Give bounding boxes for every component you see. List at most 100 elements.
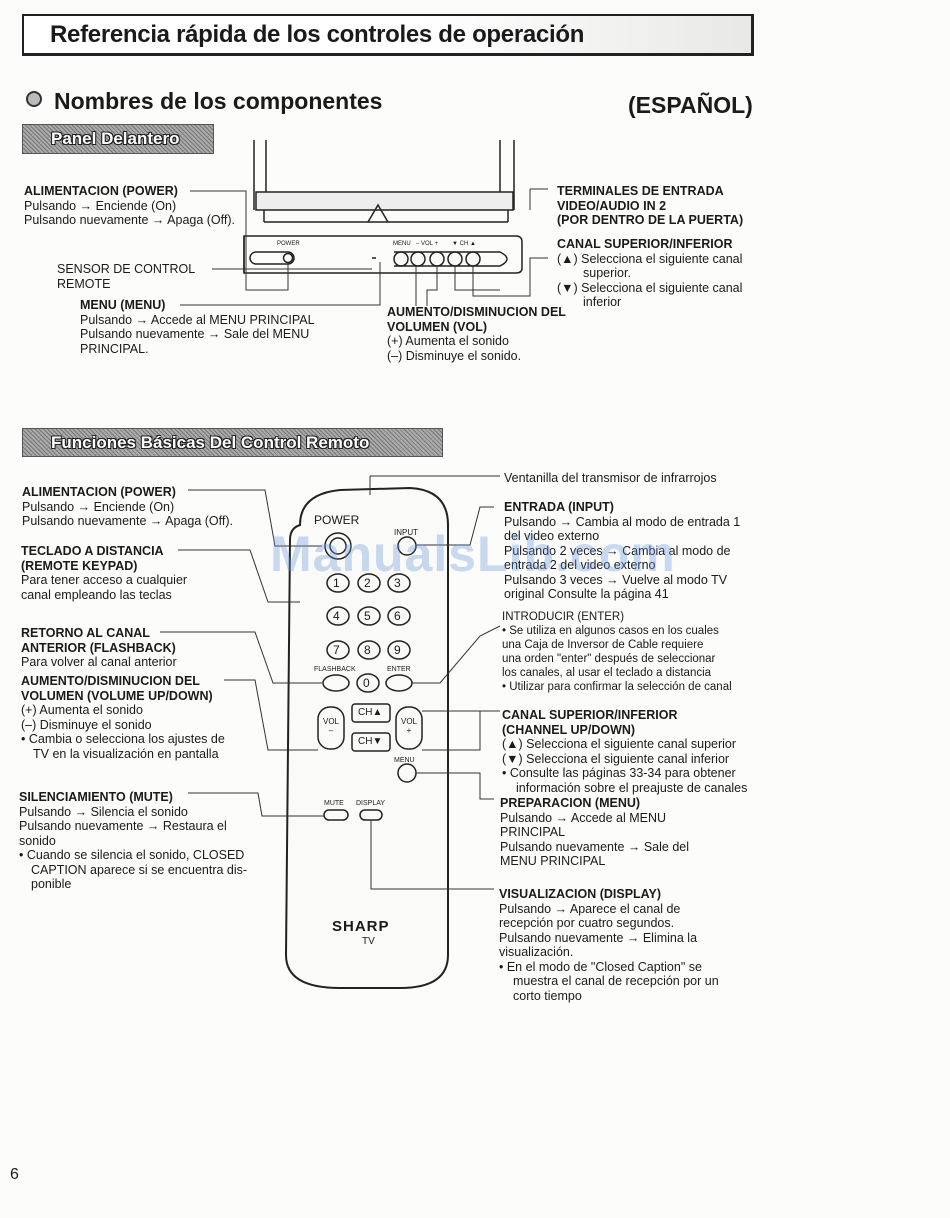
callout-line: (▼) Selecciona el siguiente canal inferi… (502, 751, 730, 766)
display-button[interactable]: DISPLAY (356, 800, 386, 807)
callout-line: TERMINALES DE ENTRADA (557, 184, 724, 198)
brand-logo: SHARP (332, 918, 390, 935)
key-7[interactable]: 7 (333, 643, 340, 657)
front-terminals-callout: TERMINALES DE ENTRADA VIDEO/AUDIO IN 2 (… (557, 184, 743, 228)
callout-title: VOLUMEN (VOL) (387, 319, 487, 334)
callout-line: corto tiempo (513, 988, 582, 1003)
panel-vol-label: – VOL + (416, 241, 438, 247)
callout-line: Pulsando nuevamente → Sale del MENU (80, 327, 310, 341)
callout-line: • Cambia o selecciona los ajustes de (21, 732, 225, 746)
remote-ir-window-callout: Ventanilla del transmisor de infrarrojos (504, 471, 717, 486)
callout-line: REMOTE (57, 276, 111, 291)
key-3[interactable]: 3 (394, 576, 401, 590)
enter-button[interactable]: ENTER (387, 666, 411, 673)
panel-menu-label: MENU (393, 241, 411, 247)
ch-up-button[interactable]: CH▲ (358, 707, 383, 718)
callout-title: SILENCIAMIENTO (MUTE) (19, 790, 173, 804)
callout-line: Pulsando → Cambia al modo de entrada 1 (504, 514, 741, 529)
callout-line: MENU PRINCIPAL (500, 854, 606, 868)
callout-title: VISUALIZACION (DISPLAY) (499, 887, 662, 901)
callout-title: (REMOTE KEYPAD) (21, 558, 138, 573)
mute-button[interactable]: MUTE (324, 800, 344, 807)
callout-line: (▼) Selecciona el siguiente canal (557, 280, 743, 295)
key-2[interactable]: 2 (364, 576, 371, 590)
callout-line: del video externo (504, 529, 600, 543)
front-menu-callout: MENU (MENU) Pulsando → Accede al MENU PR… (80, 298, 315, 356)
remote-menu-callout: PREPARACION (MENU) Pulsando → Accede al … (500, 796, 689, 869)
callout-line: TV en la visualización en pantalla (33, 746, 219, 761)
callout-line: superior. (583, 266, 631, 280)
callout-line: Para tener acceso a cualquier (21, 573, 188, 587)
callout-line: los canales, al usar el teclado a distan… (502, 667, 712, 679)
callout-line: (POR DENTRO DE LA PUERTA) (557, 213, 744, 227)
callout-line: SENSOR DE CONTROL (57, 262, 196, 276)
callout-line: (+) Aumenta el sonido (21, 703, 143, 717)
callout-title: ANTERIOR (FLASHBACK) (21, 640, 176, 655)
callout-title: CANAL SUPERIOR/INFERIOR (502, 708, 678, 722)
key-6[interactable]: 6 (394, 609, 401, 623)
callout-line: CAPTION aparece si se encuentra dis- (31, 862, 248, 877)
callout-title: RETORNO AL CANAL (21, 626, 150, 640)
callout-title: AUMENTO/DISMINUCION DEL (21, 674, 200, 688)
remote-enter-callout: INTRODUCIR (ENTER) • Se utiliza en algun… (502, 610, 732, 694)
callout-title: CANAL SUPERIOR/INFERIOR (557, 237, 733, 251)
callout-line: sonido (19, 833, 56, 848)
callout-line: • Utilizar para confirmar la selección d… (502, 681, 732, 693)
section-title-text: Nombres de los componentes (54, 88, 383, 114)
callout-line: • Cuando se silencia el sonido, CLOSED (19, 848, 245, 862)
callout-line: Pulsando → Aparece el canal de (499, 901, 681, 916)
callout-title: TECLADO A DISTANCIA (21, 544, 164, 558)
menu-button[interactable]: MENU (394, 757, 415, 764)
callout-line: Pulsando nuevamente → Sale del (500, 839, 690, 854)
remote-banner: Funciones Básicas Del Control Remoto (22, 428, 443, 457)
front-volume-callout: AUMENTO/DISMINUCION DEL VOLUMEN (VOL) (+… (387, 305, 566, 363)
remote-display-callout: VISUALIZACION (DISPLAY) Pulsando → Apare… (499, 887, 719, 1003)
ch-down-button[interactable]: CH▼ (358, 736, 383, 747)
callout-line: (▲) Selecciona el siguiente canal superi… (502, 737, 737, 751)
vol-down-button[interactable]: VOL – (322, 717, 339, 735)
key-1[interactable]: 1 (333, 576, 340, 590)
front-panel-banner: Panel Delantero (22, 124, 214, 154)
callout-line: Pulsando 3 veces → Vuelve al modo TV (504, 572, 728, 587)
callout-title: VOLUMEN (VOLUME UP/DOWN) (21, 688, 213, 703)
callout-line: • Consulte las páginas 33-34 para obtene… (502, 766, 736, 780)
section-title: Nombres de los componentes (26, 88, 382, 115)
brand-sub: TV (362, 936, 375, 947)
front-sensor-callout: SENSOR DE CONTROL REMOTE (57, 262, 195, 291)
callout-line: muestra el canal de recepción por un (513, 974, 719, 988)
callout-title: MENU (MENU) (80, 298, 166, 312)
key-4[interactable]: 4 (333, 609, 340, 623)
callout-line: ponible (31, 877, 72, 891)
page-title: Referencia rápida de los controles de op… (50, 21, 585, 48)
key-5[interactable]: 5 (364, 609, 371, 623)
remote-input-button[interactable]: INPUT (394, 528, 418, 537)
callout-line: Pulsando → Accede al MENU PRINCIPAL (80, 312, 315, 327)
language-label: (ESPAÑOL) (628, 92, 753, 118)
callout-line: VIDEO/AUDIO IN 2 (557, 198, 667, 213)
callout-line: Pulsando nuevamente → Apaga (Off). (22, 514, 234, 528)
key-8[interactable]: 8 (364, 643, 371, 657)
remote-input-callout: ENTRADA (INPUT) Pulsando → Cambia al mod… (504, 500, 740, 602)
callout-line: inferior (583, 295, 622, 309)
callout-line: canal empleando las teclas (21, 587, 172, 602)
callout-line: Pulsando → Enciende (On) (24, 198, 177, 213)
callout-line: Ventanilla del transmisor de infrarrojos (504, 471, 717, 485)
callout-line: PRINCIPAL. (80, 341, 149, 356)
watermark: ManualsLib.com (270, 526, 676, 582)
page-number: 6 (10, 1166, 19, 1183)
remote-volume-callout: AUMENTO/DISMINUCION DEL VOLUMEN (VOLUME … (21, 674, 225, 761)
remote-mute-callout: SILENCIAMIENTO (MUTE) Pulsando → Silenci… (19, 790, 247, 892)
callout-title: ALIMENTACION (POWER) (22, 485, 176, 499)
remote-flashback-callout: RETORNO AL CANAL ANTERIOR (FLASHBACK) Pa… (21, 626, 177, 670)
callout-line: (–) Disminuye el sonido (21, 717, 152, 732)
flashback-button[interactable]: FLASHBACK (314, 666, 356, 673)
remote-power-button[interactable]: POWER (314, 513, 360, 527)
callout-line: PRINCIPAL (500, 825, 566, 839)
key-9[interactable]: 9 (394, 643, 401, 657)
vol-up-button[interactable]: VOL + (400, 717, 417, 735)
key-0[interactable]: 0 (363, 676, 370, 690)
callout-line: entrada 2 del video externo (504, 558, 656, 572)
callout-title: ALIMENTACION (POWER) (24, 184, 178, 198)
